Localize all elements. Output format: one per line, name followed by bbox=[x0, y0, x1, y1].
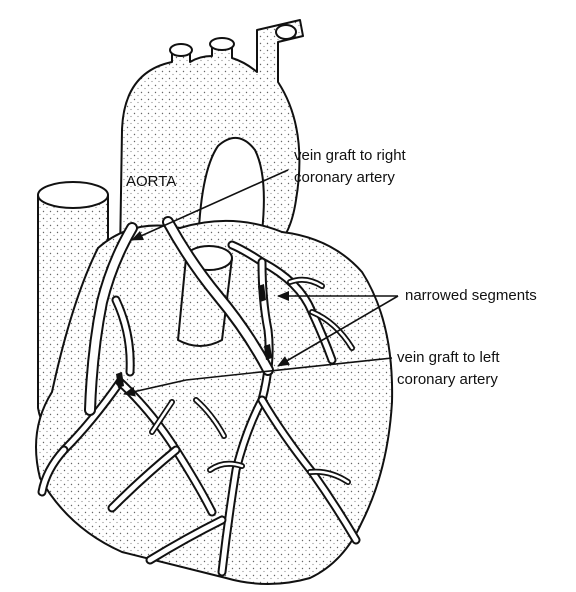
narrowed-segments-label: narrowed segments bbox=[405, 287, 537, 304]
right-graft-label-line2: coronary artery bbox=[294, 169, 395, 186]
aorta-label: AORTA bbox=[126, 173, 176, 190]
left-graft-label-line2: coronary artery bbox=[397, 371, 498, 388]
left-graft-label-line1: vein graft to left bbox=[397, 349, 500, 366]
aortic-arch bbox=[120, 20, 303, 255]
right-graft-label-line1: vein graft to right bbox=[294, 147, 407, 164]
